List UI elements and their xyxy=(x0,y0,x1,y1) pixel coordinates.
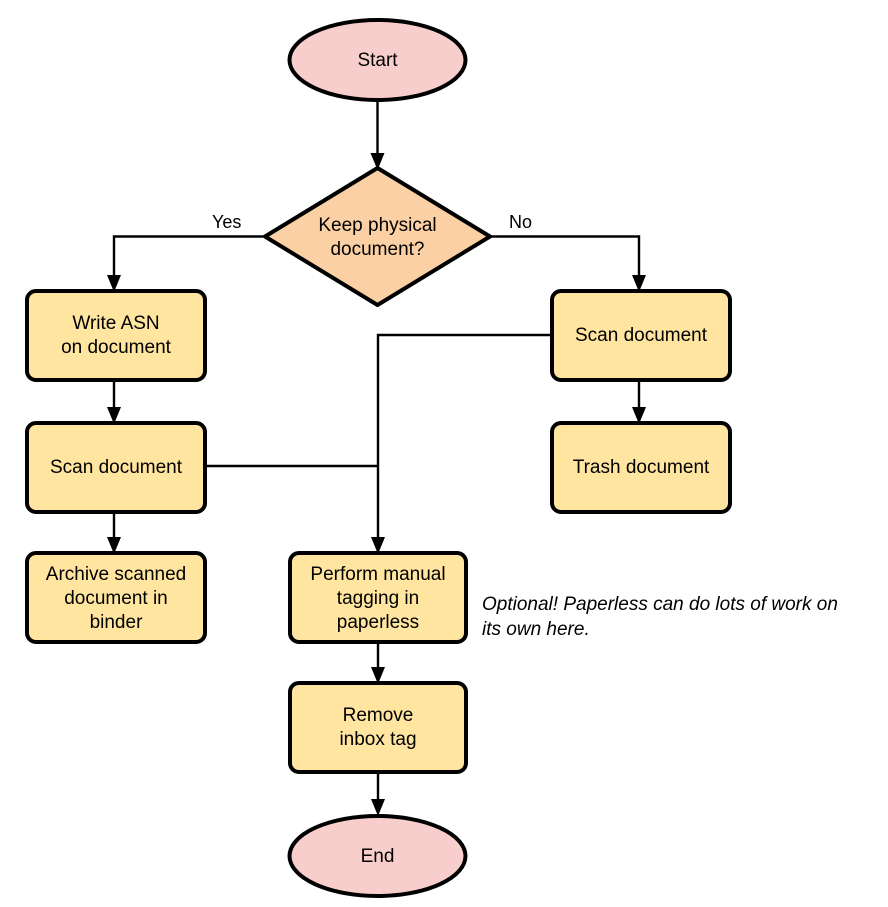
edge-line xyxy=(490,235,641,282)
end-ellipse-shape[interactable] xyxy=(287,814,468,898)
node-manual-tagging[interactable]: Perform manual tagging in paperless xyxy=(288,551,468,644)
node-remove-inbox-tag-label-line2: inbox tag xyxy=(339,729,416,750)
node-trash-document[interactable]: Trash document xyxy=(550,421,732,514)
annotation-layer: Optional! Paperless can do lots of work … xyxy=(482,594,838,640)
node-keep-physical-label-line1: Keep physical xyxy=(318,215,436,236)
node-trash-document-label: Trash document xyxy=(573,457,710,478)
arrowhead-icon xyxy=(371,799,385,816)
arrowhead-icon xyxy=(107,275,121,292)
node-scan-left[interactable]: Scan document xyxy=(25,421,207,514)
node-start-label: Start xyxy=(357,50,398,71)
node-write-asn[interactable]: Write ASN on document xyxy=(25,289,207,382)
node-keep-physical-decision[interactable]: Keep physical document? xyxy=(263,166,492,307)
node-write-asn-label-line1: Write ASN xyxy=(72,313,159,334)
arrowhead-icon xyxy=(370,153,385,170)
node-scan-left-label: Scan document xyxy=(50,457,183,478)
trash-document-box-shape[interactable] xyxy=(550,421,732,514)
edge-scan-right-to-manual-tagging xyxy=(371,333,552,554)
node-write-asn-label-line2: on document xyxy=(61,337,172,358)
connector-layer xyxy=(107,100,646,816)
arrowhead-icon xyxy=(107,407,121,424)
edge-label-no: No xyxy=(509,212,532,232)
edge-manual-tagging-to-remove-inbox xyxy=(371,642,385,684)
arrowhead-icon xyxy=(371,537,385,554)
node-scan-right-label: Scan document xyxy=(575,325,708,346)
node-archive-binder[interactable]: Archive scanned document in binder xyxy=(25,551,207,644)
remove-inbox-tag-box-shape[interactable] xyxy=(288,681,468,774)
start-ellipse-shape[interactable] xyxy=(287,18,468,102)
node-archive-binder-label-line3: binder xyxy=(90,612,143,633)
archive-binder-box-shape[interactable] xyxy=(25,551,207,644)
node-remove-inbox-tag-label-line1: Remove xyxy=(343,705,414,726)
edge-scan-left-to-archive xyxy=(107,512,121,554)
optional-note-line2: its own here. xyxy=(482,619,590,640)
node-manual-tagging-label-line2: tagging in xyxy=(337,588,419,609)
edge-scan-right-to-trash xyxy=(632,380,646,424)
optional-note-line1: Optional! Paperless can do lots of work … xyxy=(482,594,838,615)
node-scan-right[interactable]: Scan document xyxy=(550,289,732,382)
arrowhead-icon xyxy=(632,275,646,292)
node-manual-tagging-label-line1: Perform manual xyxy=(310,564,445,585)
edge-decision-to-scan-right xyxy=(490,235,646,292)
edge-line xyxy=(376,333,552,544)
node-layer: Start Keep physical document? Write ASN … xyxy=(25,18,732,898)
node-keep-physical-label-line2: document? xyxy=(330,239,424,260)
decision-diamond-shape[interactable] xyxy=(263,166,492,307)
edge-start-to-decision xyxy=(370,100,385,170)
write-asn-box-shape[interactable] xyxy=(25,289,207,382)
edge-label-yes: Yes xyxy=(212,212,241,232)
edge-line xyxy=(112,235,265,282)
arrowhead-icon xyxy=(632,407,646,424)
edge-label-layer: Yes No xyxy=(212,212,532,232)
edge-remove-inbox-to-end xyxy=(371,772,385,816)
node-manual-tagging-label-line3: paperless xyxy=(337,612,419,633)
edge-decision-to-write-asn xyxy=(107,235,265,292)
edge-write-asn-to-scan-left xyxy=(107,380,121,424)
scan-right-box-shape[interactable] xyxy=(550,289,732,382)
node-end[interactable]: End xyxy=(287,814,468,898)
node-start[interactable]: Start xyxy=(287,18,468,102)
node-end-label: End xyxy=(361,846,395,867)
arrowhead-icon xyxy=(107,537,121,554)
node-archive-binder-label-line1: Archive scanned xyxy=(46,564,186,585)
node-archive-binder-label-line2: document in xyxy=(64,588,168,609)
node-remove-inbox-tag[interactable]: Remove inbox tag xyxy=(288,681,468,774)
manual-tagging-box-shape[interactable] xyxy=(288,551,468,644)
arrowhead-icon xyxy=(371,667,385,684)
scan-left-box-shape[interactable] xyxy=(25,421,207,514)
